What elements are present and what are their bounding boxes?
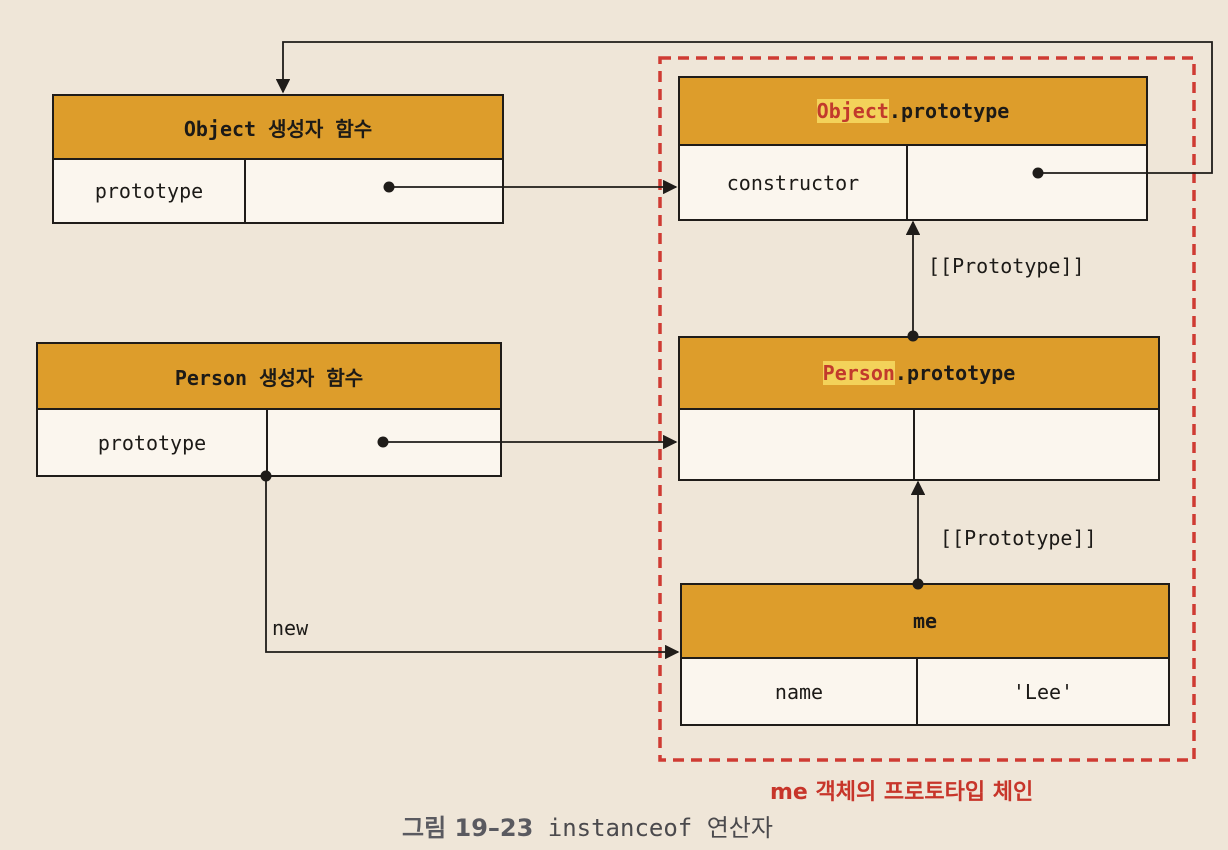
prototype-link-label-upper: [[Prototype]] bbox=[928, 254, 1085, 278]
me-name-label: name bbox=[774, 679, 824, 704]
object-prototype-constructor-label: constructor bbox=[726, 170, 860, 195]
object-prototype-title-rest: .prototype bbox=[888, 99, 1010, 123]
object-prototype-box: Object.prototype constructor bbox=[678, 76, 1148, 221]
cell-divider bbox=[913, 408, 915, 479]
person-prototype-title-rest: .prototype bbox=[894, 361, 1016, 385]
person-prototype-title: Person.prototype bbox=[680, 338, 1158, 410]
figure-caption-text: instanceof 연산자 bbox=[533, 814, 773, 842]
person-constructor-box: Person 생성자 함수 prototype bbox=[36, 342, 502, 477]
person-prototype-title-highlight: Person bbox=[822, 361, 895, 385]
me-title: me bbox=[682, 585, 1168, 659]
object-constructor-box: Object 생성자 함수 prototype bbox=[52, 94, 504, 224]
cell-divider bbox=[916, 657, 918, 726]
person-constructor-prototype-label: prototype bbox=[97, 430, 207, 455]
new-arrow bbox=[265, 475, 680, 660]
me-name-value: 'Lee' bbox=[1012, 679, 1074, 704]
prototype-chain-label: me 객체의 프로토타입 체인 bbox=[770, 780, 1034, 805]
new-label: new bbox=[272, 616, 309, 640]
person-constructor-title: Person 생성자 함수 bbox=[38, 344, 500, 410]
prototype-link-label-lower: [[Prototype]] bbox=[940, 526, 1097, 550]
object-prototype-title-highlight: Object bbox=[816, 99, 889, 123]
cell-divider bbox=[244, 158, 246, 224]
object-constructor-title: Object 생성자 함수 bbox=[54, 96, 502, 160]
figure-caption: 그림 19–23 instanceof 연산자 bbox=[402, 808, 773, 843]
me-box: me name 'Lee' bbox=[680, 583, 1170, 726]
person-prototype-box: Person.prototype bbox=[678, 336, 1160, 481]
cell-divider bbox=[906, 144, 908, 221]
figure-number: 그림 19–23 bbox=[402, 814, 534, 842]
cell-divider bbox=[266, 408, 268, 477]
object-constructor-prototype-label: prototype bbox=[94, 179, 204, 203]
object-prototype-title: Object.prototype bbox=[680, 78, 1146, 146]
